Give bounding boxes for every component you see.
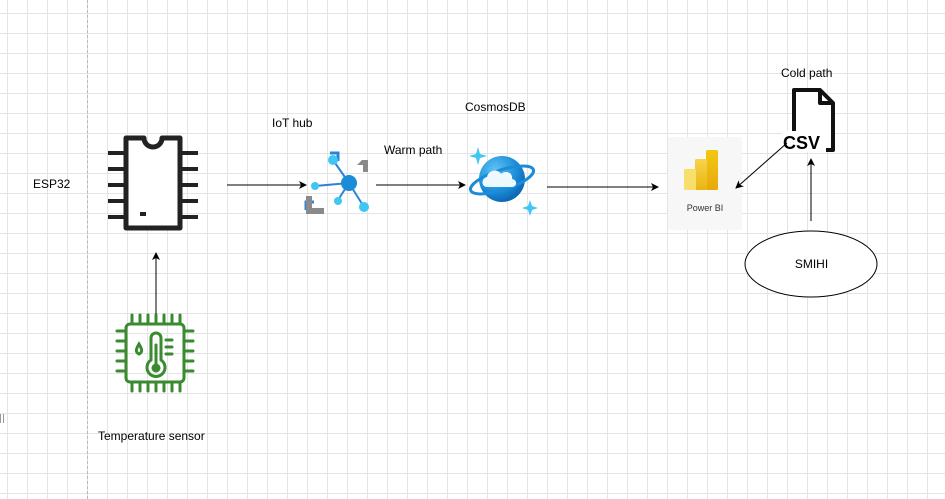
microchip-icon[interactable] bbox=[108, 135, 198, 231]
iot-hub-icon[interactable] bbox=[304, 151, 369, 214]
cosmosdb-icon[interactable] bbox=[468, 147, 538, 216]
connectors bbox=[152, 142, 815, 314]
arrow-csv-to-power-bi bbox=[735, 142, 788, 189]
csv-label: CSV bbox=[783, 133, 821, 153]
swimlane-divider bbox=[87, 0, 88, 499]
smihi-label: SMIHI bbox=[794, 257, 829, 271]
smihi-node[interactable] bbox=[744, 230, 878, 298]
warm-path-label: Warm path bbox=[384, 143, 443, 157]
iot-hub-label: IoT hub bbox=[272, 116, 313, 130]
csv-file-icon[interactable] bbox=[782, 88, 835, 152]
esp32-label: ESP32 bbox=[33, 177, 71, 191]
power-bi-icon[interactable] bbox=[684, 150, 718, 190]
edge-marker bbox=[0, 414, 4, 423]
cold-path-label: Cold path bbox=[781, 66, 833, 80]
cosmosdb-label: CosmosDB bbox=[465, 100, 526, 114]
temperature-sensor-label: Temperature sensor bbox=[98, 429, 205, 443]
power-bi-label: Power BI bbox=[686, 203, 724, 213]
temperature-sensor-icon[interactable] bbox=[115, 313, 195, 393]
